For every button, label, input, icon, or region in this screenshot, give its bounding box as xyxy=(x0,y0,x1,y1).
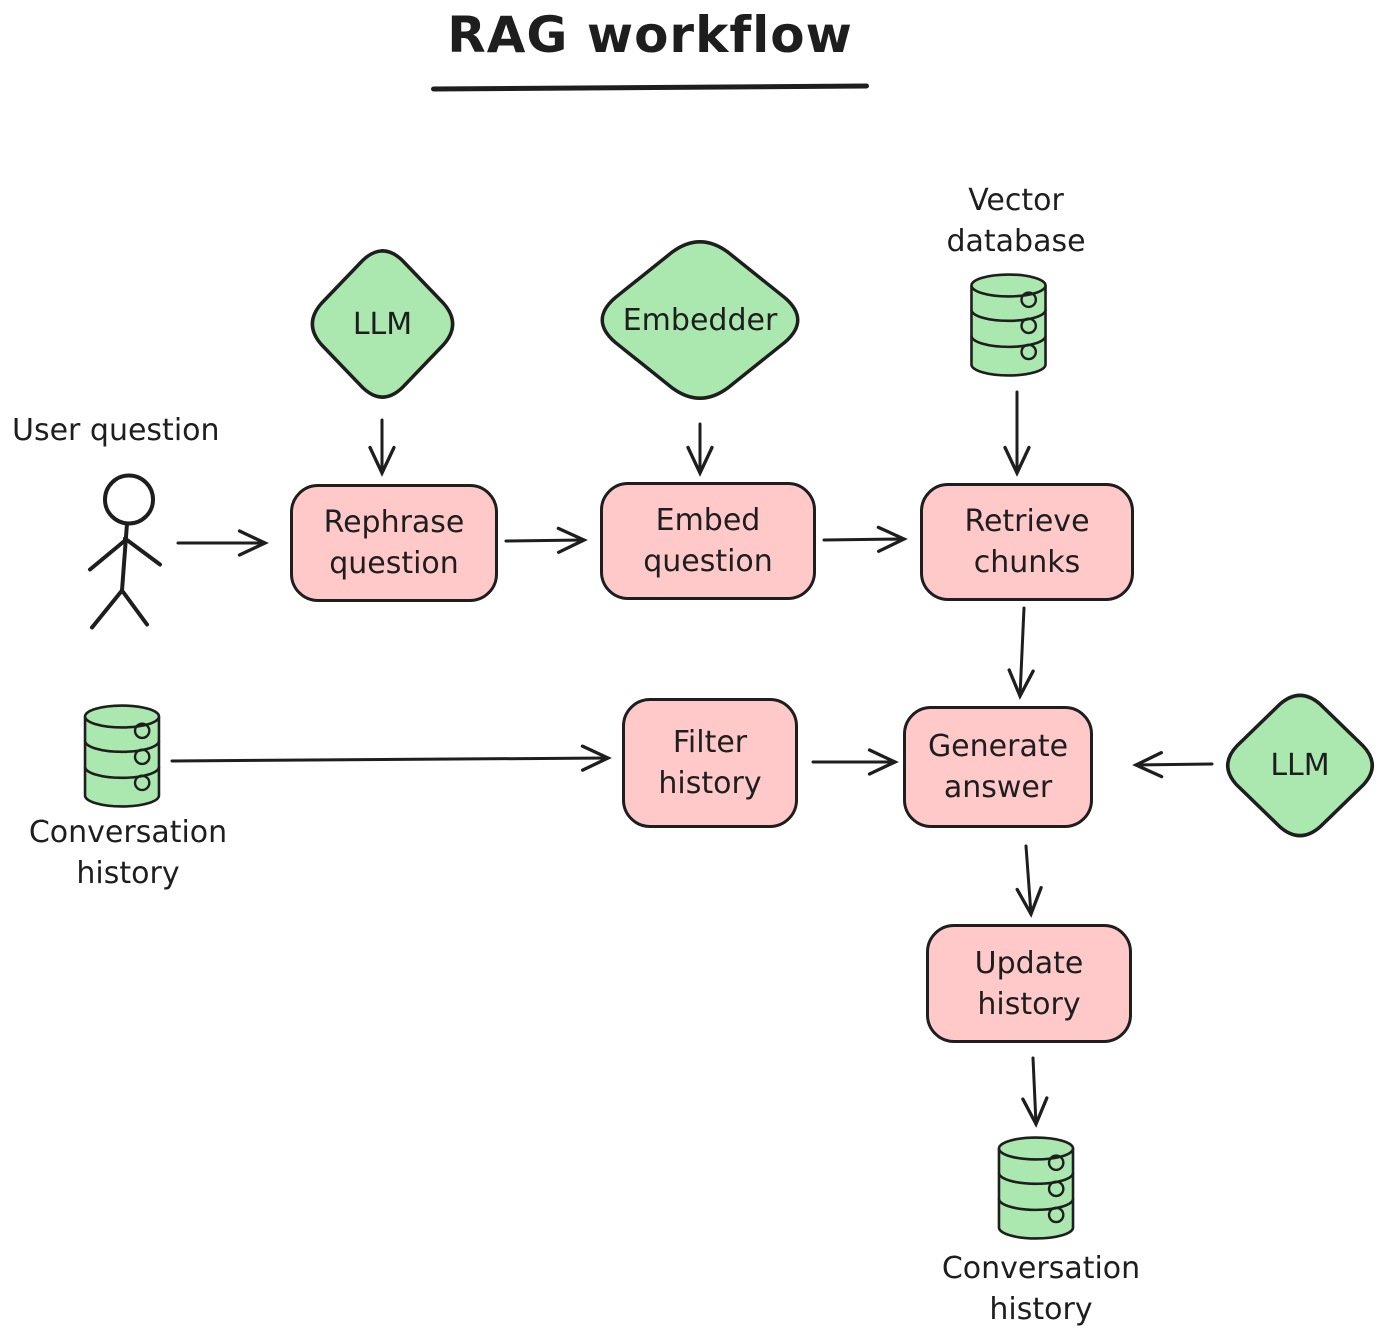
node-label-line: Filter xyxy=(672,725,748,760)
node-label: LLM xyxy=(352,306,413,342)
node-llm-right: LLM xyxy=(1215,683,1385,848)
node-label-line: Generate xyxy=(927,729,1069,764)
label-line: Conversation xyxy=(28,815,228,850)
user-person-icon xyxy=(88,473,162,630)
label-line: history xyxy=(76,856,180,891)
arrow-llm-to-generate xyxy=(1132,751,1214,779)
node-label-line: Update xyxy=(974,945,1084,981)
node-label: LLM xyxy=(1270,748,1330,783)
node-embed-question: Embed question xyxy=(600,482,816,600)
diamond-shape xyxy=(1215,683,1385,848)
conversation-history-database-icon xyxy=(80,703,164,809)
label-line: database xyxy=(946,224,1086,259)
conversation-history-bottom-label: Conversation history xyxy=(936,1248,1146,1330)
arrow-rephrase-to-embed xyxy=(504,526,588,554)
arrow-update-to-history xyxy=(1021,1056,1049,1128)
arrow-retrieve-to-generate xyxy=(1007,606,1035,700)
arrow-generate-to-update xyxy=(1015,844,1043,918)
node-label-line: chunks xyxy=(973,545,1081,580)
node-label-line: history xyxy=(658,766,762,801)
node-llm-top: LLM xyxy=(300,238,465,410)
node-update-history: Update history xyxy=(926,924,1132,1043)
conversation-history-database-icon xyxy=(993,1135,1079,1241)
vector-database-icon xyxy=(966,272,1051,378)
arrow-history-to-filter xyxy=(170,744,612,772)
node-label-line: Retrieve xyxy=(964,504,1090,539)
node-embedder: Embedder xyxy=(585,228,815,412)
node-label: Embedder xyxy=(622,302,778,338)
node-label-line: Embed xyxy=(655,503,761,538)
page-title: RAG workflow xyxy=(447,6,853,64)
node-generate-answer: Generate answer xyxy=(903,706,1093,828)
node-label-line: question xyxy=(329,546,459,581)
user-question-label: User question xyxy=(12,413,220,448)
node-label-line: answer xyxy=(943,770,1053,805)
node-label-line: Rephrase xyxy=(323,505,465,540)
diamond-shape xyxy=(585,228,815,412)
label-line: Conversation xyxy=(941,1251,1141,1286)
vector-database-label: Vector database xyxy=(911,180,1121,262)
diamond-shape xyxy=(300,238,465,410)
node-label-line: question xyxy=(643,544,773,579)
node-filter-history: Filter history xyxy=(622,698,798,828)
arrow-embed-to-retrieve xyxy=(822,525,908,553)
node-rephrase-question: Rephrase question xyxy=(290,484,498,602)
conversation-history-left-label: Conversation history xyxy=(23,812,233,894)
label-line: history xyxy=(989,1292,1093,1327)
node-label-line: history xyxy=(977,986,1081,1022)
node-retrieve-chunks: Retrieve chunks xyxy=(920,483,1134,601)
label-line: Vector xyxy=(968,183,1064,218)
